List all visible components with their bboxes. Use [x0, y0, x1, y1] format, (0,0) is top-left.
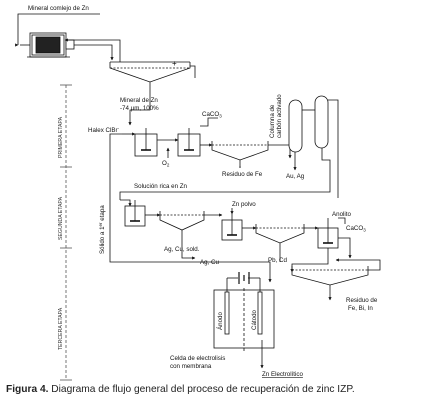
- carbon-column-1: [288, 99, 303, 153]
- ball-mill-icon: [20, 32, 75, 58]
- zn-polvo-label: Zn polvo: [232, 201, 256, 208]
- thickener-2: [159, 211, 205, 240]
- carbon-column-2: [314, 95, 329, 149]
- thickener-3: [255, 224, 305, 253]
- fine-feed-line: [128, 102, 151, 126]
- ag-cu-label: Ag, Cu: [200, 259, 219, 266]
- o2-label: O2: [162, 160, 170, 168]
- cementation-tank-2: [221, 214, 243, 241]
- stage-1-label: PRIMERA ETAPA: [58, 116, 64, 158]
- caption-text: Diagrama de flujo general del proceso de…: [48, 384, 355, 395]
- thickener-1: [211, 141, 269, 168]
- caco3-top-label: CaCO3: [202, 111, 222, 119]
- neutralization-tank: [317, 218, 339, 249]
- classifier-icon: [109, 61, 191, 92]
- mineral-zn-label: Mineral de Zn: [120, 97, 158, 104]
- anodo-label: Ánodo: [217, 312, 224, 330]
- pb-cd-label: Pb, Cd: [268, 257, 287, 264]
- stage-2-label: SEGUNDA ETAPA: [58, 196, 64, 240]
- anolito-label: Anolito: [332, 211, 351, 218]
- solucion-rica-label: Solución rica en Zn: [134, 183, 188, 190]
- catodo-label: Cátodo: [251, 309, 258, 330]
- con-membrana-label: con membrana: [170, 363, 212, 370]
- solido-label: Sólido a 1er etapa: [98, 205, 106, 254]
- mill-discharge-line: [74, 44, 114, 61]
- feed-line: [17, 13, 100, 45]
- figure-caption: Figura 4. Diagrama de flujo general del …: [6, 384, 426, 395]
- leach-tank-1: [134, 128, 158, 157]
- leach-tank-2: [177, 128, 201, 157]
- au-ag-label: Au, Ag: [286, 173, 305, 180]
- residuo-fe-label: Residuo de Fe: [222, 171, 263, 178]
- thickener-4: [291, 266, 369, 295]
- mineral-complejo-label: Mineral comlejo de Zn: [28, 5, 89, 12]
- cementation-tank-1: [124, 200, 146, 227]
- caption-bold: Figura 4.: [6, 384, 49, 395]
- residuo-label: Residuo de: [346, 297, 378, 304]
- columna-label: Columna de: [269, 104, 276, 138]
- halex-label: Halex ClBr-: [88, 126, 120, 134]
- caco3-right-label: CaCO3: [346, 225, 366, 233]
- ag-cu-sold-label: Ag, Cu, sold.: [164, 246, 200, 253]
- electrolysis-cell: [213, 272, 275, 352]
- classifier-overflow: [190, 65, 196, 78]
- celda-label: Celda de electrolisis: [170, 355, 225, 362]
- fe-bi-in-label: Fe, Bi, In: [348, 305, 373, 312]
- plus-sign-label: +: [172, 59, 177, 68]
- mesh-label: -74 μm, 100%: [120, 105, 159, 112]
- carbon-label: carbón activado: [276, 94, 283, 138]
- zn-electrolitico-label: Zn Electrolítico: [262, 371, 303, 378]
- recycle-line: [64, 38, 121, 62]
- stage-3-label: TERCERA ETAPA: [58, 307, 64, 350]
